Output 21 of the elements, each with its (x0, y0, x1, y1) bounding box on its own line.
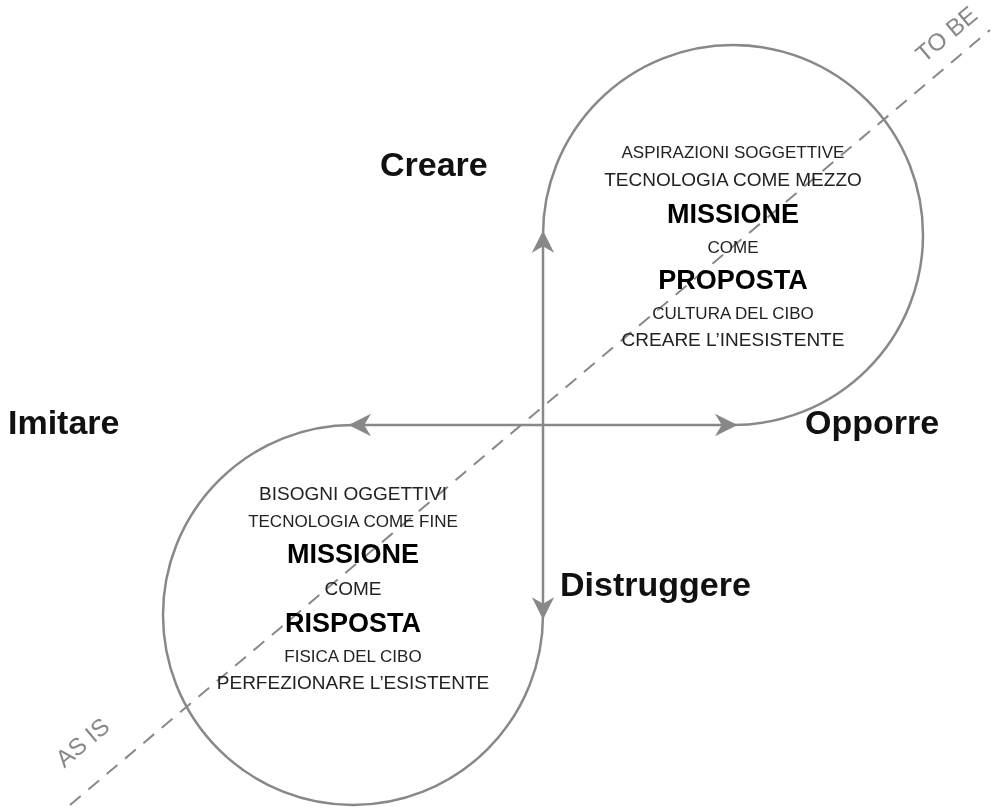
axis-label: Imitare (8, 403, 120, 442)
body-text: FISICA DEL CIBO (284, 645, 422, 668)
heading-text: PROPOSTA (658, 264, 808, 297)
body-text: ASPIRAZIONI SOGGETTIVE (621, 142, 845, 164)
axis-label: Creare (380, 145, 488, 184)
body-text: PERFEZIONARE L’ESISTENTE (216, 671, 490, 695)
body-text: COME (707, 236, 759, 259)
body-text: TECNOLOGIA COME FINE (248, 510, 458, 533)
body-text: COME (324, 576, 382, 601)
axis-label: Distruggere (560, 565, 751, 604)
axis-label: Opporre (805, 403, 940, 442)
heading-text: MISSIONE (667, 198, 799, 231)
body-text: CULTURA DEL CIBO (652, 302, 814, 325)
state-label: TO BE (910, 0, 983, 68)
body-text: TECNOLOGIA COME MEZZO (604, 167, 862, 192)
heading-text: RISPOSTA (285, 607, 421, 640)
heading-text: MISSIONE (287, 538, 419, 571)
body-text: BISOGNI OGGETTIVI (259, 482, 447, 506)
body-text: CREARE L’INESISTENTE (621, 328, 845, 352)
state-label: AS IS (50, 712, 115, 773)
double-arrow (531, 230, 555, 620)
